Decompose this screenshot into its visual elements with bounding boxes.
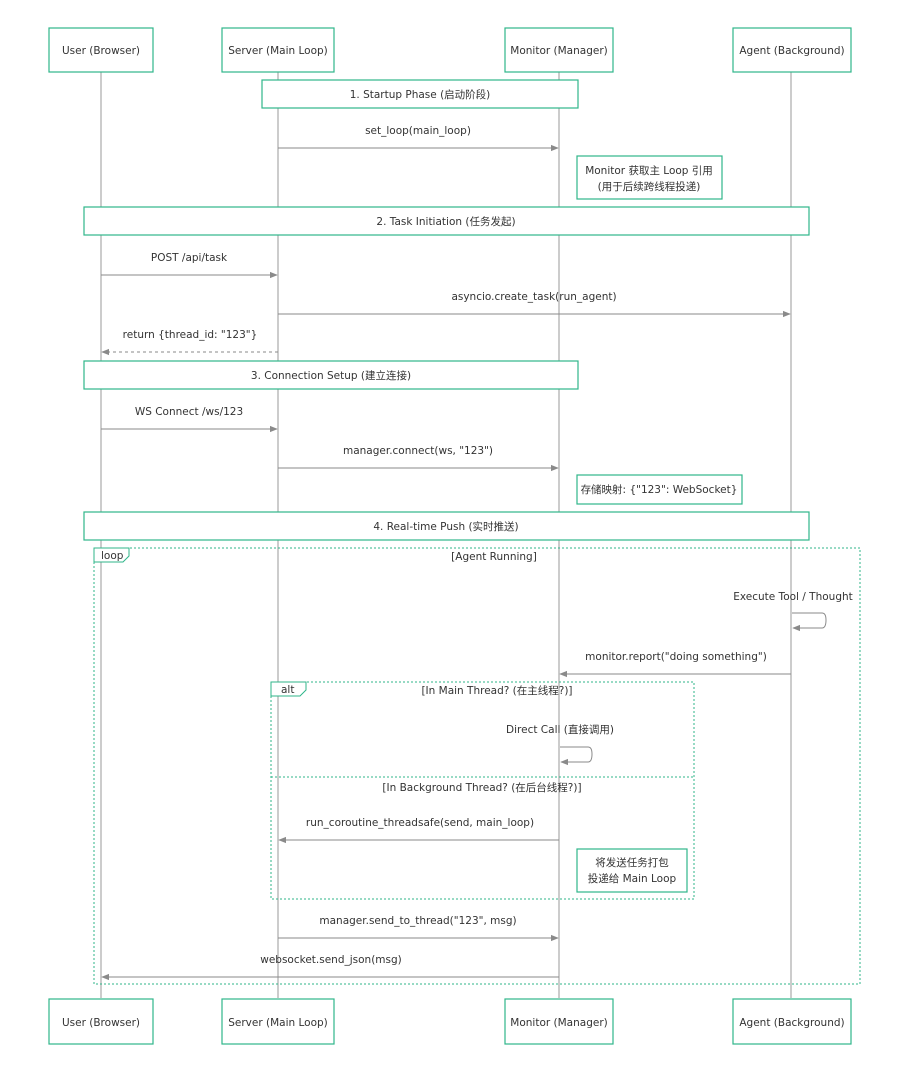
participant-agent-bottom: Agent (Background) [732,998,852,1045]
message-label-post-task: POST /api/task [151,252,228,264]
note-line: 存储映射: {"123": WebSocket} [581,483,738,496]
note-line: Monitor 获取主 Loop 引用 [585,164,713,177]
note-line: 投递给 Main Loop [588,872,677,885]
participant-label: User (Browser) [62,1017,140,1029]
message-label-send-json: websocket.send_json(msg) [260,954,402,966]
participant-user-top: User (Browser) [48,27,154,73]
phase-label: 2. Task Initiation (任务发起) [376,215,515,228]
note-store-mapping: 存储映射: {"123": WebSocket} [576,474,743,505]
message-label-create-task: asyncio.create_task(run_agent) [451,291,616,303]
participant-label: Monitor (Manager) [510,45,607,57]
phase-connection: 3. Connection Setup (建立连接) [83,360,579,390]
phase-label: 4. Real-time Push (实时推送) [373,520,518,533]
message-label-return-id: return {thread_id: "123"} [123,329,258,341]
participant-server-bottom: Server (Main Loop) [221,998,335,1045]
phase-label: 3. Connection Setup (建立连接) [251,369,411,382]
note-package-task: 将发送任务打包 投递给 Main Loop [576,848,688,893]
loop-tab [93,547,130,563]
loop-frame [93,547,861,985]
participant-monitor-top: Monitor (Manager) [504,27,614,73]
participant-label: Server (Main Loop) [228,45,328,57]
message-label-send-to-thread: manager.send_to_thread("123", msg) [319,915,516,927]
alt-condition-bg: [In Background Thread? (在后台线程?)] [382,781,581,794]
phase-task: 2. Task Initiation (任务发起) [83,206,810,236]
alt-condition-main: [In Main Thread? (在主线程?)] [421,684,572,697]
message-label-direct-call: Direct Call (直接调用) [506,723,614,736]
participant-monitor-bottom: Monitor (Manager) [504,998,614,1045]
note-line: 将发送任务打包 [595,856,669,869]
loop-tag: loop [101,550,124,562]
message-label-set-loop: set_loop(main_loop) [365,125,471,137]
participant-label: Server (Main Loop) [228,1017,328,1029]
message-label-manager-connect: manager.connect(ws, "123") [343,445,493,457]
arrow-execute-tool [792,612,827,632]
note-line: (用于后续跨线程投递) [598,180,701,193]
alt-tab [270,681,307,697]
participant-label: Agent (Background) [739,45,844,57]
participant-label: Agent (Background) [739,1017,844,1029]
alt-tag: alt [281,684,294,696]
arrow-direct-call [560,746,593,766]
message-label-ws-connect: WS Connect /ws/123 [135,406,243,418]
participant-agent-top: Agent (Background) [732,27,852,73]
phase-label: 1. Startup Phase (启动阶段) [350,88,491,101]
message-label-run-coroutine: run_coroutine_threadsafe(send, main_loop… [306,817,534,829]
participant-label: User (Browser) [62,45,140,57]
note-monitor-loop: Monitor 获取主 Loop 引用 (用于后续跨线程投递) [576,155,723,200]
phase-startup: 1. Startup Phase (启动阶段) [261,79,579,109]
loop-condition: [Agent Running] [451,551,537,563]
message-label-report: monitor.report("doing something") [585,651,767,663]
participant-label: Monitor (Manager) [510,1017,607,1029]
phase-push: 4. Real-time Push (实时推送) [83,511,810,541]
message-label-execute-tool: Execute Tool / Thought [733,591,853,603]
participant-user-bottom: User (Browser) [48,998,154,1045]
participant-server-top: Server (Main Loop) [221,27,335,73]
